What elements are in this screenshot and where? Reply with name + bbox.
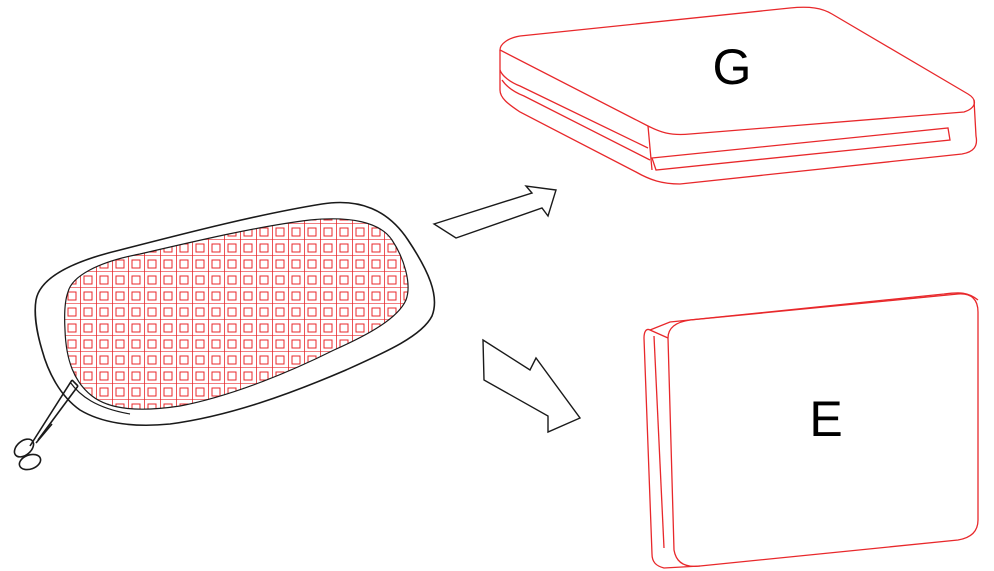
cushion-with-grid-pattern xyxy=(34,201,436,427)
box-e xyxy=(643,292,979,569)
box-g xyxy=(499,6,978,185)
box-e-label: E xyxy=(809,391,842,447)
box-g-label: G xyxy=(713,39,752,95)
cushion-inner-fill xyxy=(64,218,409,410)
cushion-outer-outline xyxy=(34,201,436,427)
arrow-down-right-icon xyxy=(482,338,582,434)
cushion-cut-edge xyxy=(69,381,131,415)
scissors-icon xyxy=(13,379,79,471)
cushion-inner-outline xyxy=(64,218,409,410)
arrow-up-right-icon xyxy=(432,185,557,239)
